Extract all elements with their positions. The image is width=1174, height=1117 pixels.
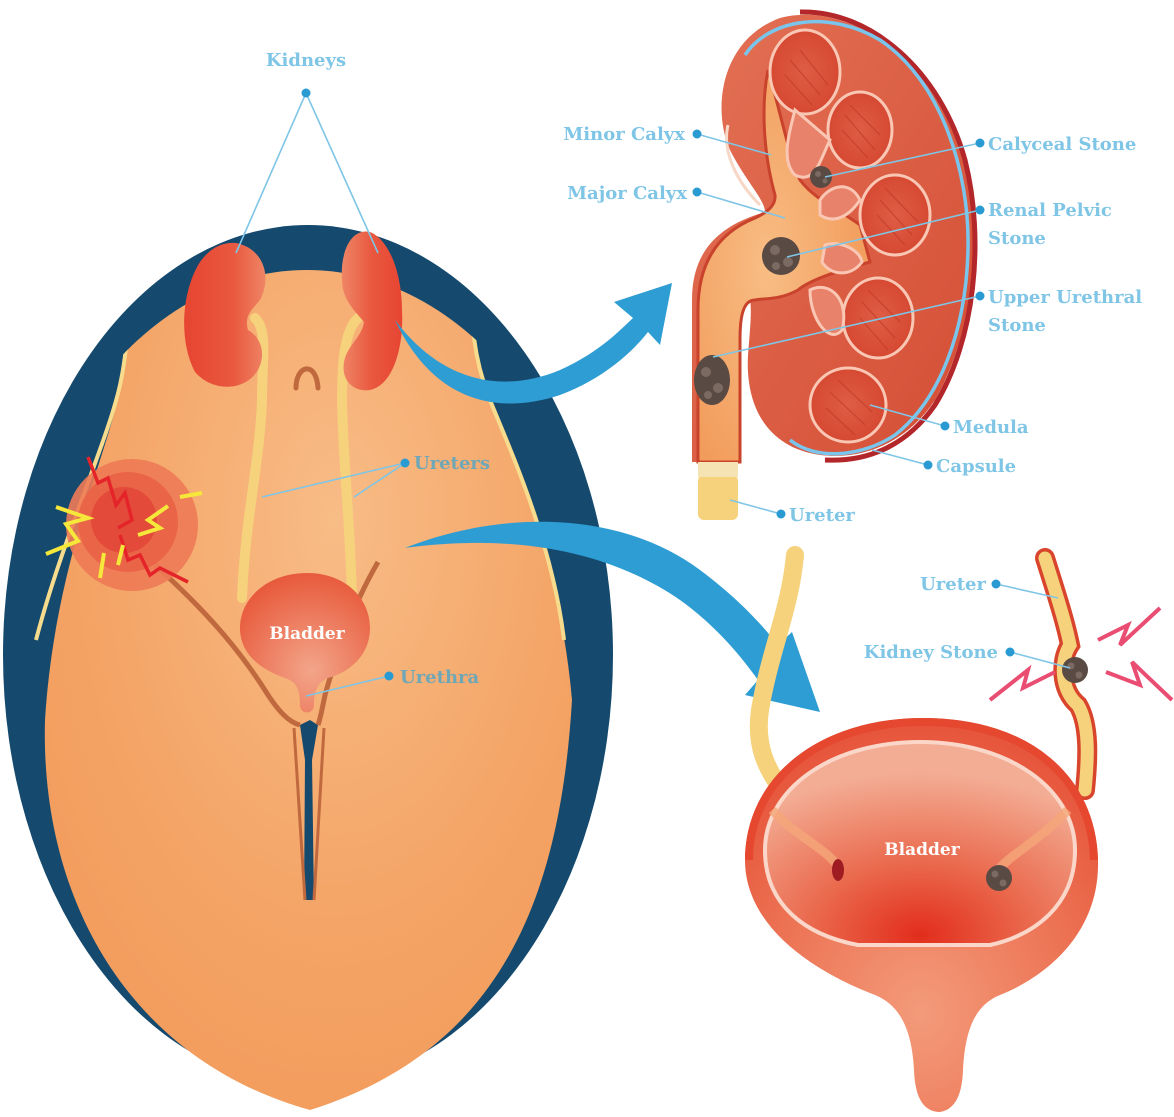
- pain-bolt-red-icon-2: [118, 534, 189, 584]
- kidney-stone-label: Kidney Stone: [864, 642, 998, 663]
- label-ureter-kidney: Ureter: [729, 499, 855, 526]
- arrow-to-bladder-icon: [405, 521, 820, 712]
- ureters-label: Ureters: [414, 453, 490, 474]
- arrow-to-kidney-icon: [395, 283, 672, 404]
- bladder-view: Bladder Ureter Kidney Stone: [745, 546, 1174, 1112]
- pain-bolt-pink-icon-1: [1097, 606, 1162, 647]
- ureter-opening-left: [832, 859, 844, 881]
- kidney-stone-in-bladder-icon: [986, 865, 1012, 891]
- capsule-line: [743, 19, 970, 456]
- major-calyx-label: Major Calyx: [567, 183, 687, 204]
- ureter-left: [237, 313, 269, 603]
- body-view: Kidneys Ureters Bladder Urethra: [3, 50, 613, 1110]
- label-ureter-bladder: Ureter: [920, 574, 1059, 599]
- pain-bolt-pink-icon-3: [988, 664, 1056, 702]
- label-ureters: Ureters: [261, 453, 490, 498]
- pain-bolt-yellow-icon: [45, 505, 95, 556]
- upper-urethral-stone-label-line2: Stone: [988, 315, 1046, 336]
- ureter-bladder-label: Ureter: [920, 574, 986, 595]
- belly-button: [293, 366, 321, 391]
- capsule-label: Capsule: [936, 456, 1016, 477]
- upper-urethral-stone-icon: [694, 355, 730, 405]
- pain-marker: [45, 456, 203, 591]
- label-calyceal-stone: Calyceal Stone: [824, 134, 1136, 178]
- calyceal-stone-label: Calyceal Stone: [988, 134, 1136, 155]
- label-medula: Medula: [869, 404, 1029, 438]
- bladder-small-icon: [240, 573, 370, 713]
- kidney-right-icon: [341, 231, 403, 391]
- bladder-large-label: Bladder: [884, 840, 960, 860]
- label-capsule: Capsule: [871, 449, 1016, 477]
- ureter-left-tube: [749, 546, 804, 809]
- groin-line-left: [153, 563, 301, 728]
- renal-pelvic-stone-icon: [762, 237, 800, 275]
- urethra-label: Urethra: [400, 667, 480, 688]
- renal-pelvic-stone-label-line1: Renal Pelvic: [988, 200, 1112, 221]
- ureter-right: [336, 313, 363, 603]
- pain-bolt-pink-icon-2: [1105, 660, 1174, 702]
- ureter-stub: [698, 475, 738, 520]
- label-minor-calyx: Minor Calyx: [563, 124, 772, 156]
- kidney-left-icon: [184, 242, 266, 387]
- upper-urethral-stone-label-line1: Upper Urethral: [988, 287, 1142, 308]
- medula-label: Medula: [953, 417, 1029, 438]
- label-urethra: Urethra: [305, 667, 480, 697]
- calyceal-stone-icon: [810, 166, 832, 188]
- pain-bolt-yellow-icon-2: [137, 504, 170, 537]
- ureter-kidney-label: Ureter: [789, 505, 855, 526]
- label-renal-pelvic-stone: Renal Pelvic Stone: [786, 200, 1112, 258]
- kidneys-label: Kidneys: [266, 50, 346, 71]
- label-kidney-stone: Kidney Stone: [864, 642, 1071, 669]
- kidney-cross-section: Minor Calyx Major Calyx Calyceal Stone R…: [563, 9, 1142, 526]
- kidney-stone-in-ureter-icon: [1062, 657, 1088, 683]
- pain-bolt-red-icon: [86, 456, 135, 530]
- label-upper-urethral-stone: Upper Urethral Stone: [712, 287, 1142, 358]
- leg-gap: [300, 720, 318, 900]
- label-kidneys: Kidneys: [235, 50, 379, 254]
- label-major-calyx: Major Calyx: [567, 183, 786, 219]
- minor-calyx-label: Minor Calyx: [563, 124, 685, 145]
- renal-pelvic-stone-label-line2: Stone: [988, 228, 1046, 249]
- bladder-lumen: [762, 739, 1078, 947]
- bladder-small-label: Bladder: [269, 624, 345, 644]
